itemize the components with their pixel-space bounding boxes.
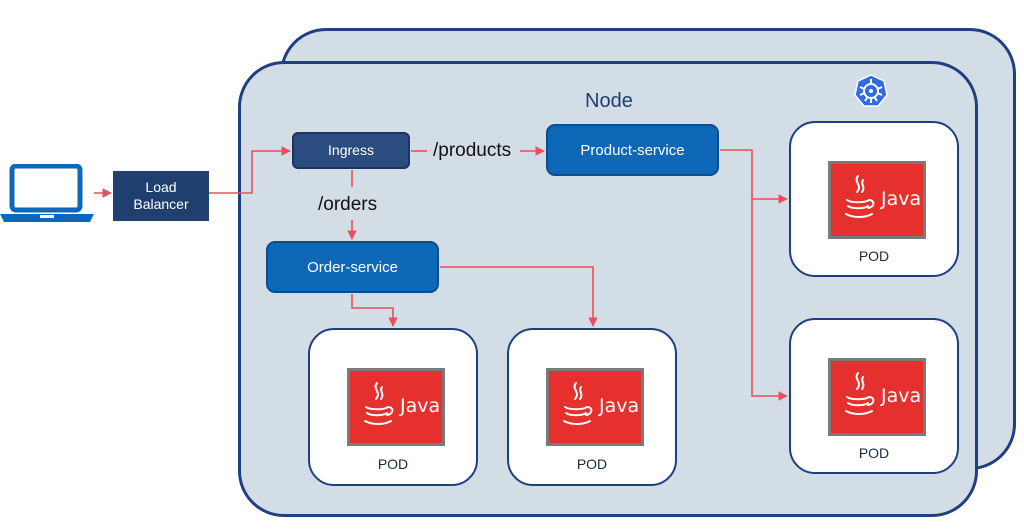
java-logo-icon: Java [828, 161, 926, 239]
kubernetes-icon [854, 74, 888, 107]
pod-label: POD [858, 248, 890, 264]
java-label: Java [881, 188, 922, 210]
node-title: Node [585, 90, 633, 112]
load-balancer-label-line2: Balancer [133, 196, 189, 212]
load-balancer: Load Balancer [113, 171, 209, 221]
pod-product-1: Java POD [789, 121, 959, 277]
load-balancer-label-line1: Load [145, 179, 177, 195]
product-to-pod3-arrow [720, 149, 788, 204]
order-to-pod2-arrow [440, 266, 598, 327]
laptop-icon [0, 164, 94, 222]
pod-order-1: Java POD [308, 328, 478, 486]
java-label: Java [599, 395, 640, 417]
order-to-pod1-arrow [351, 294, 398, 327]
product-to-pod4-arrow [751, 199, 788, 401]
pod-label: POD [377, 456, 409, 472]
java-cup-icon [563, 382, 593, 425]
order-service-box: Order-service [266, 241, 439, 293]
order-service-label: Order-service [307, 258, 398, 276]
lb-to-ingress-arrow [209, 146, 291, 194]
java-cup-icon [845, 175, 875, 218]
java-cup-icon [364, 382, 394, 425]
pod-order-2: Java POD [507, 328, 677, 486]
pod-label: POD [858, 445, 890, 461]
pod-product-2: Java POD [789, 318, 959, 474]
route-products-label: /products [433, 140, 512, 161]
product-service-label: Product-service [580, 141, 685, 159]
product-service-box: Product-service [546, 124, 719, 176]
ingress-label: Ingress [328, 142, 374, 158]
java-logo-icon: Java [347, 368, 445, 446]
java-cup-icon [845, 372, 875, 415]
java-logo-icon: Java [828, 358, 926, 436]
java-label: Java [881, 385, 922, 407]
pod-label: POD [576, 456, 608, 472]
java-label: Java [400, 395, 441, 417]
ingress-box: Ingress [292, 132, 410, 169]
route-orders-label: /orders [318, 194, 378, 215]
java-logo-icon: Java [546, 368, 644, 446]
